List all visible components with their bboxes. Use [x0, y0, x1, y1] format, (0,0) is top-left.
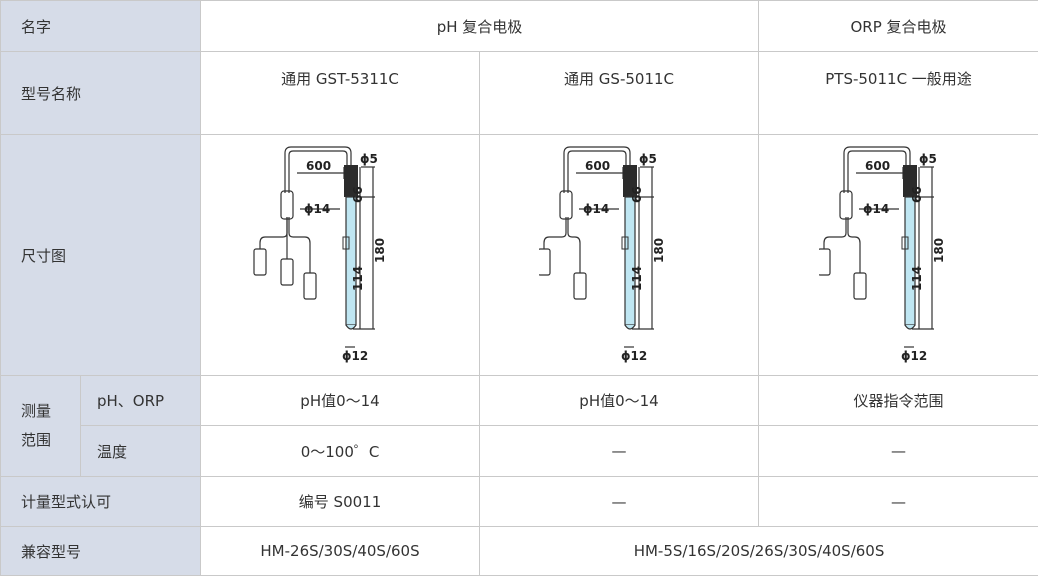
probe-diagram-three-connector: 600 ϕ5 ϕ14 ϕ12 66 114 180 [250, 141, 430, 369]
ph-electrode-header: pH 复合电极 [201, 1, 759, 52]
dimension-drawing-1: 600 ϕ5 ϕ14 ϕ12 66 114 180 [201, 135, 480, 376]
dim-mid-diameter: ϕ14 [304, 202, 330, 216]
dim-cable-length: 600 [585, 159, 610, 173]
range-temp-col1: 0～100゜C [201, 426, 480, 477]
label-range-line1: 测量 [21, 402, 51, 420]
label-dimension: 尺寸图 [1, 135, 201, 376]
dim-upper-length: 66 [910, 186, 924, 203]
dim-lower-length: 114 [630, 266, 644, 291]
model-col3: PTS-5011C 一般用途 [759, 52, 1038, 135]
orp-electrode-header: ORP 复合电极 [759, 1, 1038, 52]
dim-total-length: 180 [652, 238, 666, 263]
row-model: 型号名称 通用 GST-5311C 通用 GS-5011C PTS-5011C … [1, 52, 1038, 135]
label-range: 测量 范围 [1, 376, 81, 477]
model-col2: 通用 GS-5011C [480, 52, 759, 135]
dim-bottom-diameter: ϕ12 [342, 349, 368, 363]
row-name: 名字 pH 复合电极 ORP 复合电极 [1, 1, 1038, 52]
dim-cable-length: 600 [865, 159, 890, 173]
dim-mid-diameter: ϕ14 [863, 202, 889, 216]
compat-col23: HM-5S/16S/20S/26S/30S/40S/60S [480, 527, 1038, 576]
label-range-ph: pH、ORP [81, 376, 201, 426]
range-ph-col1: pH值0～14 [201, 376, 480, 426]
label-name: 名字 [1, 1, 201, 52]
dim-bottom-diameter: ϕ12 [901, 349, 927, 363]
range-ph-col2: pH值0～14 [480, 376, 759, 426]
label-range-line2: 范围 [21, 431, 51, 449]
row-compatible: 兼容型号 HM-26S/30S/40S/60S HM-5S/16S/20S/26… [1, 527, 1038, 576]
row-range-temp: 温度 0～100゜C — — [1, 426, 1038, 477]
label-compatible: 兼容型号 [1, 527, 201, 576]
cert-col2: — [480, 477, 759, 527]
dim-top-diameter: ϕ5 [639, 152, 657, 166]
dimension-drawing-2: 600 ϕ5 ϕ14 ϕ12 66 114 180 [480, 135, 759, 376]
row-dimension: 尺寸图 [1, 135, 1038, 376]
dim-cable-length: 600 [306, 159, 331, 173]
dim-upper-length: 66 [351, 186, 365, 203]
probe-diagram-orp: 600 ϕ5 ϕ14 ϕ12 66 114 180 [819, 141, 979, 369]
dim-top-diameter: ϕ5 [919, 152, 937, 166]
compat-col1: HM-26S/30S/40S/60S [201, 527, 480, 576]
model-col1: 通用 GST-5311C [201, 52, 480, 135]
range-temp-col3: — [759, 426, 1038, 477]
range-ph-col3: 仪器指令范围 [759, 376, 1038, 426]
cert-col1: 编号 S0011 [201, 477, 480, 527]
dimension-drawing-3: 600 ϕ5 ϕ14 ϕ12 66 114 180 [759, 135, 1038, 376]
dim-bottom-diameter: ϕ12 [621, 349, 647, 363]
dim-lower-length: 114 [351, 266, 365, 291]
row-certification: 计量型式认可 编号 S0011 — — [1, 477, 1038, 527]
probe-diagram-two-connector: 600 ϕ5 ϕ14 ϕ12 66 114 180 [539, 141, 699, 369]
dim-top-diameter: ϕ5 [360, 152, 378, 166]
dim-total-length: 180 [373, 238, 387, 263]
row-range-ph: 测量 范围 pH、ORP pH值0～14 pH值0～14 仪器指令范围 [1, 376, 1038, 426]
label-model: 型号名称 [1, 52, 201, 135]
label-range-temp: 温度 [81, 426, 201, 477]
range-temp-col2: — [480, 426, 759, 477]
dim-total-length: 180 [932, 238, 946, 263]
dim-upper-length: 66 [630, 186, 644, 203]
dim-lower-length: 114 [910, 266, 924, 291]
dim-mid-diameter: ϕ14 [583, 202, 609, 216]
label-certification: 计量型式认可 [1, 477, 201, 527]
cert-col3: — [759, 477, 1038, 527]
